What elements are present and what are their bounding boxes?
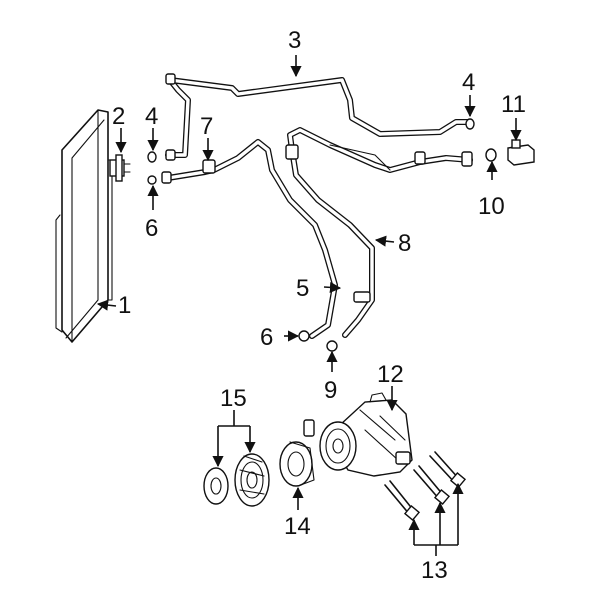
compressor — [303, 392, 413, 477]
callout-14: 14 — [284, 513, 311, 540]
callout-6-upper: 6 — [145, 215, 158, 242]
o-ring-10 — [485, 148, 497, 162]
callout-2: 2 — [112, 103, 125, 130]
o-ring-right — [465, 118, 475, 130]
field-coil — [279, 441, 315, 487]
condenser-fitting — [109, 154, 131, 182]
condenser — [55, 109, 113, 343]
pressure-switch — [507, 139, 535, 166]
callout-15: 15 — [220, 385, 247, 412]
callout-4-right: 4 — [462, 69, 475, 96]
upper-line — [165, 73, 471, 161]
callout-3: 3 — [288, 27, 301, 54]
discharge-line — [161, 139, 338, 339]
callout-8: 8 — [398, 230, 411, 257]
callout-4-left: 4 — [145, 103, 158, 130]
callout-12: 12 — [377, 361, 404, 388]
o-ring-6-lower — [298, 330, 310, 342]
callout-1: 1 — [118, 292, 131, 319]
callout-9: 9 — [324, 377, 337, 404]
suction-line — [285, 127, 473, 338]
o-ring-6-upper — [147, 175, 157, 185]
callout-labels: 1 2 3 4 4 5 6 6 7 8 9 10 11 12 13 14 15 — [112, 27, 526, 584]
callout-7: 7 — [200, 113, 213, 140]
callout-13: 13 — [421, 557, 448, 584]
clutch-plate — [203, 467, 229, 505]
callout-6-lower: 6 — [260, 324, 273, 351]
callout-10: 10 — [478, 193, 505, 220]
o-ring-left — [147, 151, 157, 163]
o-ring-9 — [326, 340, 338, 352]
leader-lines — [96, 55, 522, 556]
callout-5: 5 — [296, 275, 309, 302]
clutch-pulley — [234, 453, 270, 507]
callout-11: 11 — [501, 91, 526, 118]
